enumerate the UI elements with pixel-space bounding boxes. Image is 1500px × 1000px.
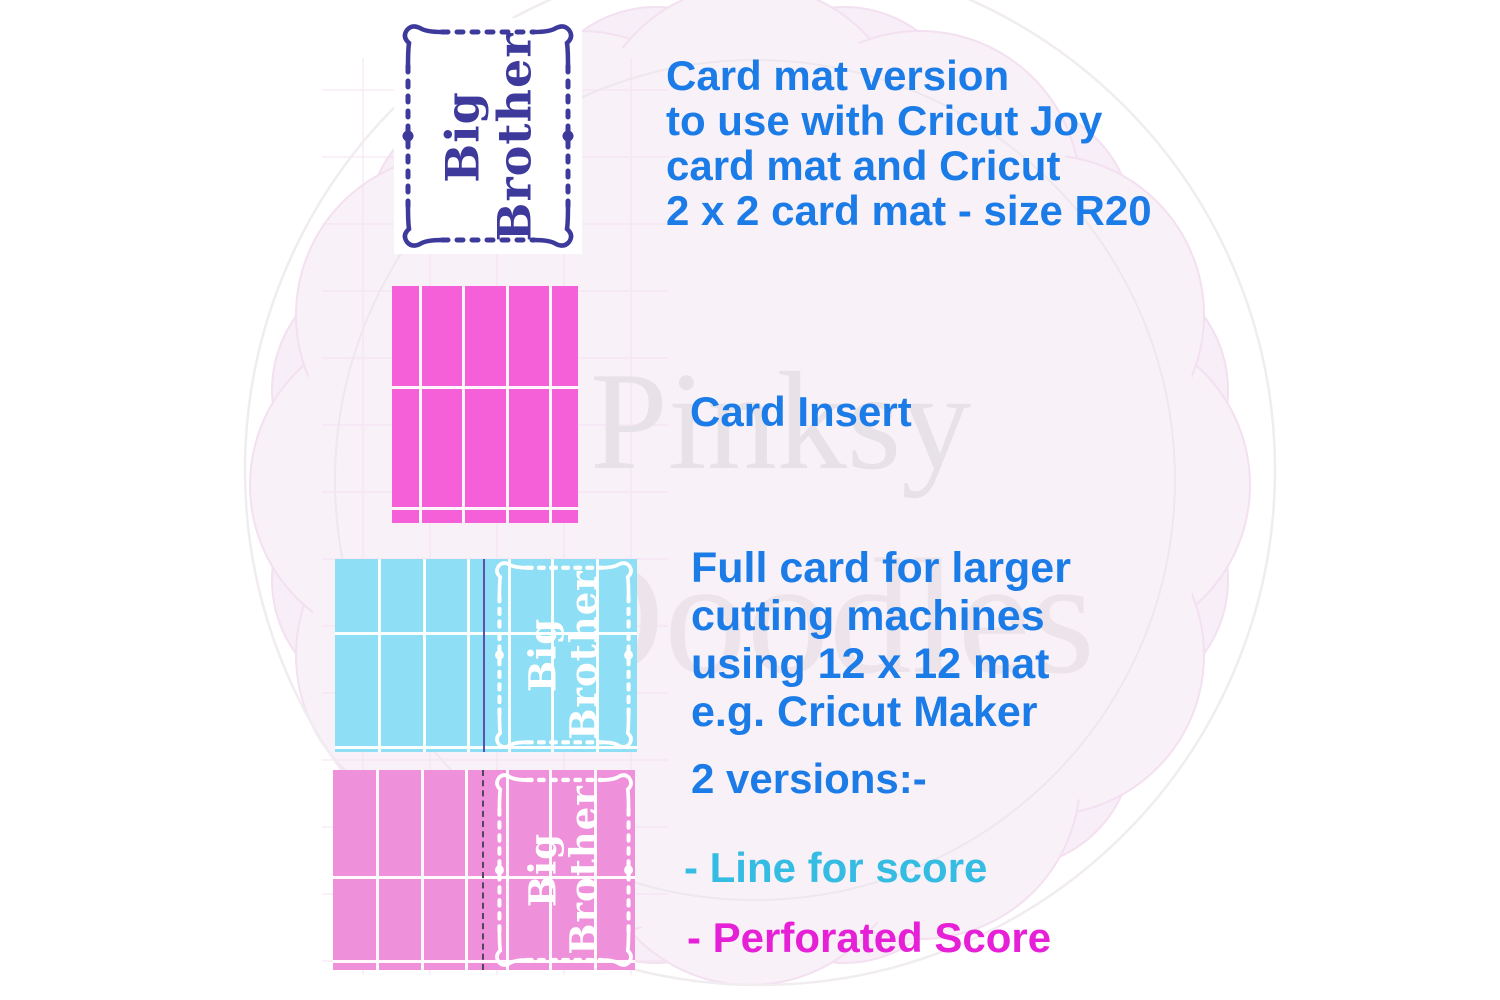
score-line-perforated [482,770,484,970]
cut-line [333,876,635,879]
full-card-perforated-score: Big Brother [333,770,635,970]
cut-line [392,386,578,389]
caption-line: 2 versions:- [691,755,927,802]
caption-line: Card Insert [690,388,912,435]
label-line: Big [520,617,565,693]
cut-line [508,559,511,752]
caption-perforated-score: - Perforated Score [687,915,1051,960]
cut-line [423,559,426,752]
cut-line [333,960,635,963]
label-line: Brother [487,32,541,242]
cut-line [549,770,552,970]
cut-line [335,632,637,635]
cut-line [549,286,552,523]
cut-line [551,559,554,752]
caption-line: 2 x 2 card mat - size R20 [666,187,1152,234]
cut-line [378,559,381,752]
label-line: Brother [562,570,606,740]
card-insert-sheet [392,286,578,523]
label-line: Brother [562,785,606,955]
logo-circle-inner [334,59,1176,901]
cut-line [376,770,379,970]
caption-line: Full card for larger [691,544,1071,592]
caption-line-for-score: - Line for score [684,845,987,890]
full-card-line-score: Big Brother [335,559,637,752]
caption-line: - Line for score [684,844,988,891]
caption-line: to use with Cricut Joy [666,97,1103,144]
caption-line: - Perforated Score [687,914,1052,961]
cut-line [335,746,637,749]
caption-card-insert: Card Insert [690,389,912,434]
label-line: Big [435,91,490,183]
caption-line: e.g. Cricut Maker [691,688,1038,736]
cut-line [465,770,468,970]
cricut-joy-card: Big Brother [394,18,582,254]
score-line-solid [483,559,485,752]
caption-line: card mat and Cricut [666,142,1061,189]
cut-line [596,559,599,752]
caption-line: using 12 x 12 mat [691,640,1050,688]
cut-line [506,770,509,970]
cut-line [467,559,470,752]
caption-versions-heading: 2 versions:- [691,756,927,801]
cut-line [392,507,578,510]
cut-line [419,286,422,523]
cut-line [506,286,509,523]
caption-card-mat-version: Card mat version to use with Cricut Joy … [666,53,1152,233]
caption-line: Card mat version [666,52,1010,99]
cut-line [421,770,424,970]
cut-line [462,286,465,523]
logo-circle-outer [243,0,1277,987]
caption-line: cutting machines [691,592,1045,640]
label-line: Big [520,832,565,908]
watermark-text-1: Pinksy [590,344,971,499]
caption-full-card: Full card for larger cutting machines us… [691,544,1071,736]
cut-line [594,770,597,970]
